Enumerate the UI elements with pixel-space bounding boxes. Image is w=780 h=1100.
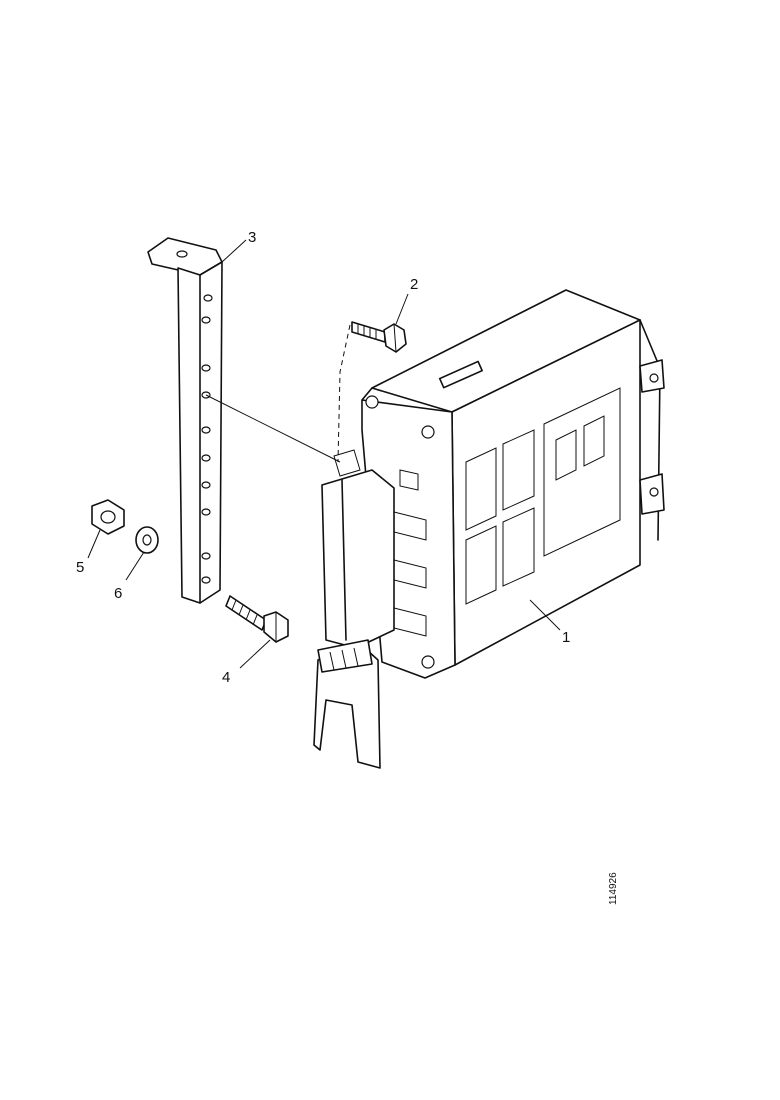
figure-reference-code: 114926 xyxy=(608,872,619,905)
nut xyxy=(91,499,125,535)
connector-and-harness xyxy=(313,449,395,769)
callout-3: 3 xyxy=(248,229,256,246)
mounting-bracket xyxy=(147,237,223,604)
bolt-lower xyxy=(225,595,289,643)
control-unit xyxy=(337,289,665,679)
callout-1: 1 xyxy=(562,629,570,646)
callout-5: 5 xyxy=(76,559,84,576)
leader-lines xyxy=(87,239,561,669)
callout-4: 4 xyxy=(222,669,230,686)
callout-6: 6 xyxy=(114,585,122,602)
bolt-upper xyxy=(351,321,407,353)
washer xyxy=(135,526,159,554)
callout-2: 2 xyxy=(410,276,418,293)
